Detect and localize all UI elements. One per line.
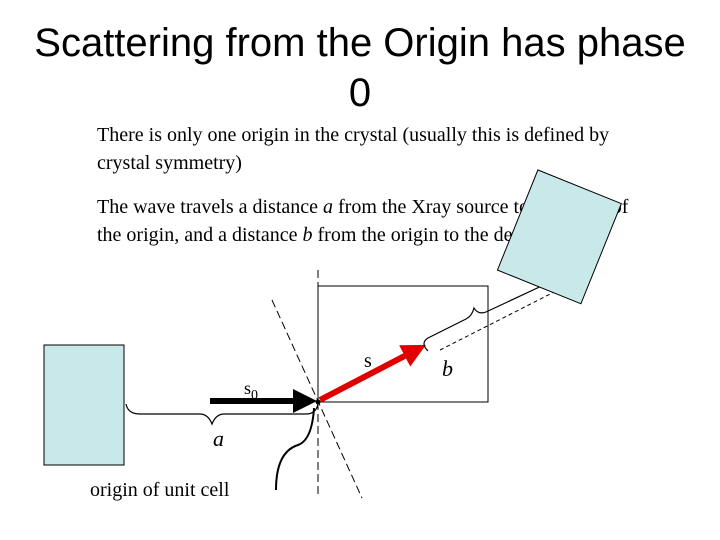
detector-dashed-line [439,285,567,351]
origin-paragraph: There is only one origin in the crystal … [97,124,610,174]
distance-text-3: from the origin to the detector. [312,224,562,246]
s-label: s [364,350,372,372]
distance-var-b: b [302,224,313,246]
distance-paragraph: The wave travels a distance a from the X… [97,193,657,249]
s0-label: s0 [244,378,258,403]
detector-box [496,169,622,305]
distance-var-a: a [323,196,334,218]
origin-pointer-curve [275,407,315,491]
origin-label: origin of unit cell [90,479,230,501]
slide-title: Scattering from the Origin has phase 0 [34,21,686,115]
xray-source-box [43,344,125,466]
distance-text-1: The wave travels a distance [97,196,324,218]
brace-a [125,403,319,426]
scattered-beam-arrow [318,344,426,403]
a-label: a [213,426,224,451]
diagonal-dashed-line [271,299,363,499]
b-label: b [442,356,453,381]
origin-point [315,399,321,405]
